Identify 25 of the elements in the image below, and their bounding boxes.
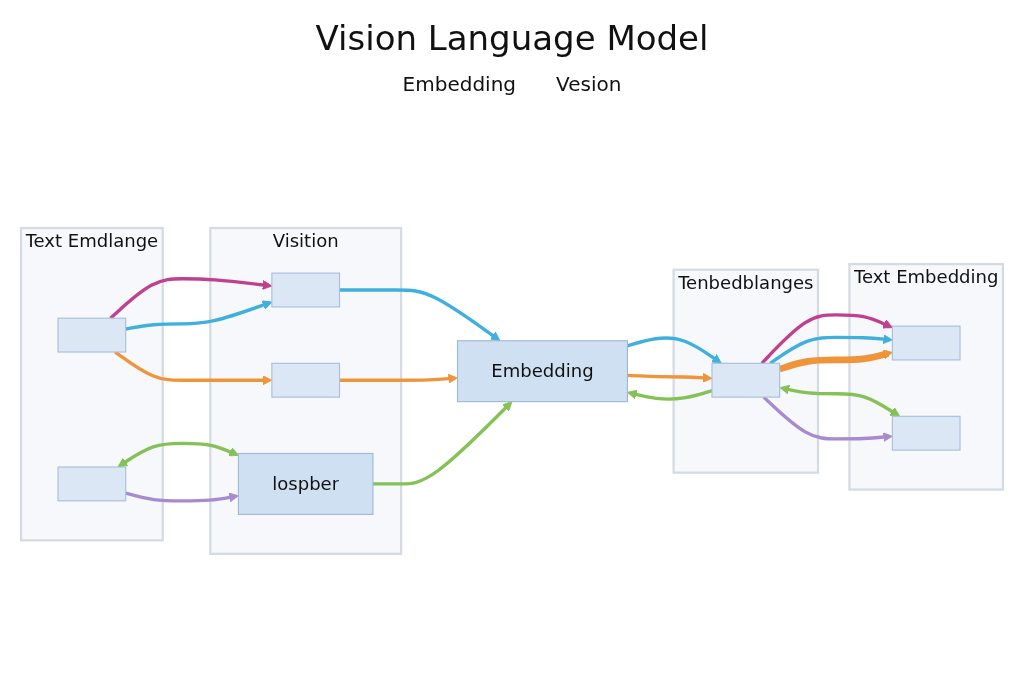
cluster: Tenbedblanges <box>672 268 820 474</box>
node-box <box>271 362 341 398</box>
node-box <box>271 272 341 308</box>
note-label: Embedding <box>402 72 517 96</box>
node-box <box>57 466 127 502</box>
node-box <box>57 317 127 353</box>
arrow <box>117 441 239 468</box>
arrow <box>627 389 713 401</box>
cluster: Text Emdlange <box>19 226 164 542</box>
arrow <box>760 313 893 365</box>
node-box <box>891 415 961 451</box>
arrow <box>339 288 501 342</box>
node-box <box>711 362 781 398</box>
arrow <box>339 373 458 384</box>
node-box: Embedding <box>456 340 628 403</box>
arrow <box>125 491 239 503</box>
note-label: Vesion <box>556 72 622 96</box>
node-box <box>891 325 961 361</box>
arrow <box>372 401 513 486</box>
cluster: Text Embedding <box>848 263 1005 491</box>
arrow <box>769 334 893 365</box>
arrow <box>627 373 713 383</box>
node-box: lospber <box>237 453 374 515</box>
arrow <box>779 384 901 417</box>
diagram-title: Vision Language Model <box>315 18 709 58</box>
